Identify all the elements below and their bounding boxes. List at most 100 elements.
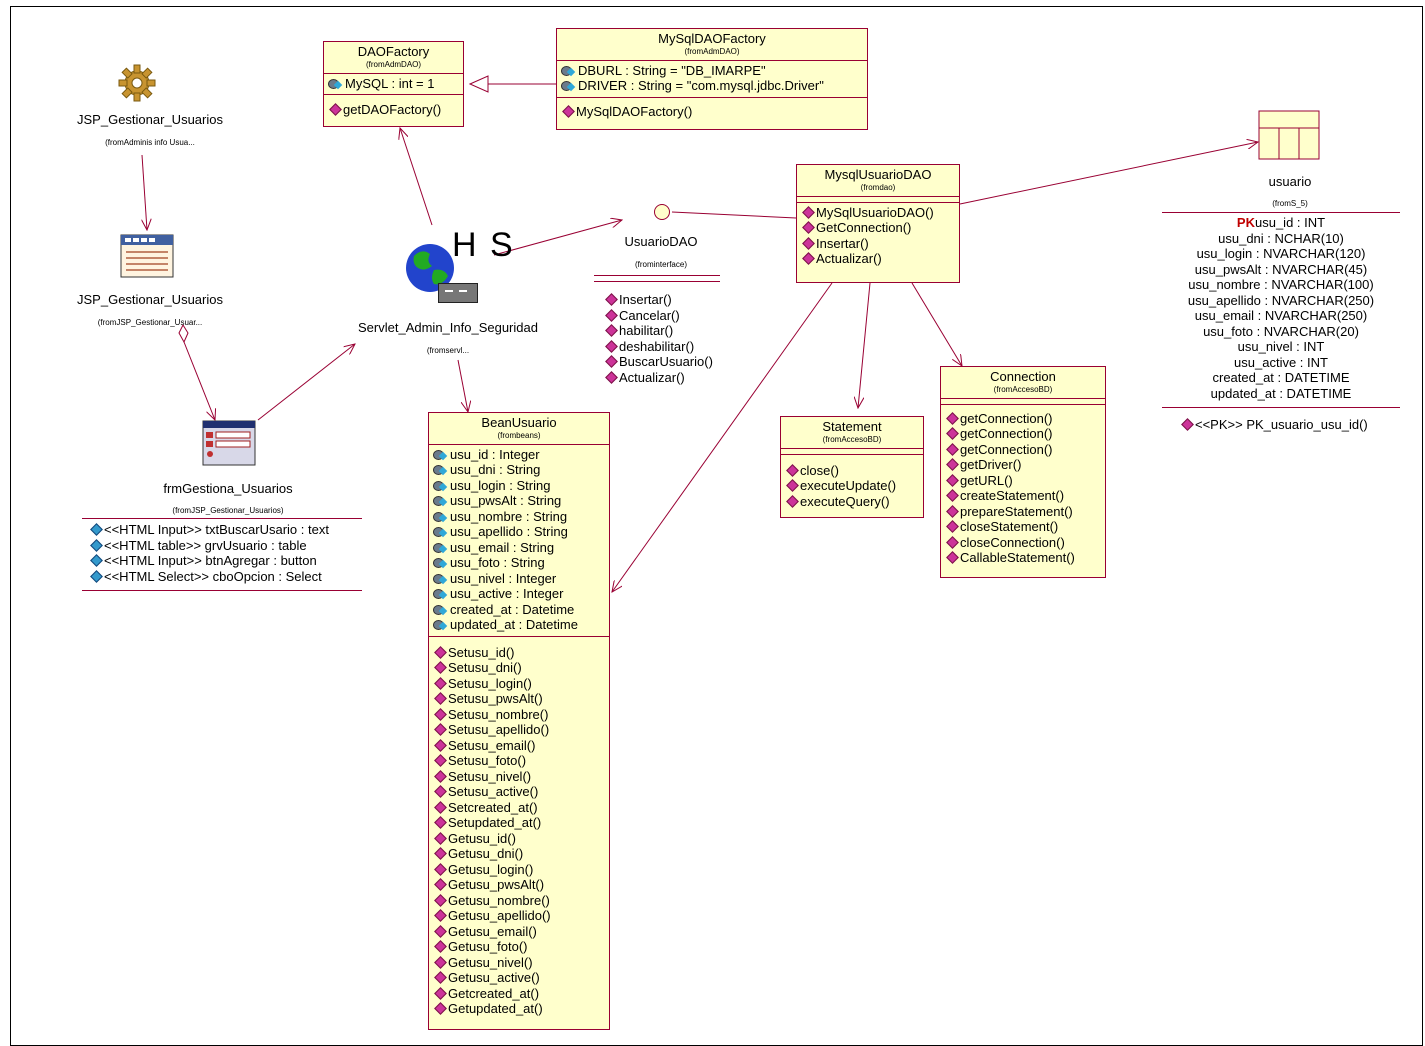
operation-row[interactable]: Getupdated_at() xyxy=(433,1001,607,1017)
operation-row[interactable]: closeStatement() xyxy=(945,519,1103,535)
operation-row[interactable]: Setcreated_at() xyxy=(433,800,607,816)
operation-row[interactable]: Setusu_pwsAlt() xyxy=(433,691,607,707)
operation-row[interactable]: Getusu_id() xyxy=(433,831,607,847)
link-mysqlusuariodao-to-beanusuario xyxy=(612,282,833,592)
column-row[interactable]: usu_active : INT xyxy=(1162,355,1400,371)
attribute-row[interactable]: usu_active : Integer xyxy=(433,586,607,602)
attribute-row[interactable]: created_at : Datetime xyxy=(433,602,607,618)
operation-row[interactable]: Getusu_email() xyxy=(433,924,607,940)
operation-row[interactable]: Setusu_login() xyxy=(433,676,607,692)
operation-row[interactable]: executeUpdate() xyxy=(785,478,921,494)
html-attribute-icon xyxy=(90,538,103,552)
column-row[interactable]: usu_foto : NVARCHAR(20) xyxy=(1162,324,1400,340)
operation-row[interactable]: Setupdated_at() xyxy=(433,815,607,831)
operation-row[interactable]: GetConnection() xyxy=(801,220,957,236)
usuario-operations: <<PK>> PK_usuario_usu_id() xyxy=(1180,417,1410,433)
operation-row[interactable]: Getusu_login() xyxy=(433,862,607,878)
attribute-row[interactable]: <<HTML Select>> cboOpcion : Select xyxy=(90,569,370,585)
column-row[interactable]: created_at : DATETIME xyxy=(1162,370,1400,386)
operation-icon xyxy=(605,308,618,322)
class-mysqlusuariodao[interactable]: MysqlUsuarioDAO(fromdao) MySqlUsuarioDAO… xyxy=(796,164,960,283)
operation-row[interactable]: Getusu_pwsAlt() xyxy=(433,877,607,893)
operation-row[interactable]: MySqlDAOFactory() xyxy=(561,104,865,120)
attribute-row[interactable]: updated_at : Datetime xyxy=(433,617,607,633)
operation-icon xyxy=(605,324,618,338)
column-row[interactable]: usu_email : NVARCHAR(250) xyxy=(1162,308,1400,324)
usuariodao-from: (frominterface) xyxy=(634,260,687,269)
operation-row[interactable]: Setusu_active() xyxy=(433,784,607,800)
operation-row[interactable]: Insertar() xyxy=(604,292,734,308)
operation-row[interactable]: Getusu_nivel() xyxy=(433,955,607,971)
attribute-row[interactable]: DBURL : String = "DB_IMARPE" xyxy=(561,63,865,79)
class-daofactory[interactable]: DAOFactory(fromAdmDAO) MySQL : int = 1 g… xyxy=(323,41,464,127)
operation-row[interactable]: getURL() xyxy=(945,473,1103,489)
operation-row[interactable]: Actualizar() xyxy=(801,251,957,267)
attribute-row[interactable]: usu_nombre : String xyxy=(433,509,607,525)
operation-row[interactable]: getConnection() xyxy=(945,411,1103,427)
attribute-row[interactable]: DRIVER : String = "com.mysql.jdbc.Driver… xyxy=(561,78,865,94)
operation-row[interactable]: prepareStatement() xyxy=(945,504,1103,520)
column-row[interactable]: usu_nivel : INT xyxy=(1162,339,1400,355)
operation-row[interactable]: Getusu_nombre() xyxy=(433,893,607,909)
operation-row[interactable]: Setusu_foto() xyxy=(433,753,607,769)
attribute-row[interactable]: <<HTML Input>> txtBuscarUsario : text xyxy=(90,522,370,538)
attribute-icon xyxy=(433,526,449,538)
operation-row[interactable]: executeQuery() xyxy=(785,494,921,510)
operation-row[interactable]: closeConnection() xyxy=(945,535,1103,551)
class-mysqldaofactory[interactable]: MySqlDAOFactory(fromAdmDAO) DBURL : Stri… xyxy=(556,28,868,130)
attribute-row[interactable]: usu_foto : String xyxy=(433,555,607,571)
attributes-section: DBURL : String = "DB_IMARPE"DRIVER : Str… xyxy=(557,61,867,98)
attribute-row[interactable]: usu_pwsAlt : String xyxy=(433,493,607,509)
operation-row[interactable]: getConnection() xyxy=(945,442,1103,458)
operation-row[interactable]: Getusu_foto() xyxy=(433,939,607,955)
operation-row[interactable]: getDAOFactory() xyxy=(328,102,461,118)
column-row-text: usu_dni : NCHAR(10) xyxy=(1218,230,1344,246)
attribute-row[interactable]: <<HTML Input>> btnAgregar : button xyxy=(90,553,370,569)
operation-row[interactable]: Setusu_nombre() xyxy=(433,707,607,723)
operation-row[interactable]: <<PK>> PK_usuario_usu_id() xyxy=(1180,417,1410,433)
operation-row[interactable]: Getcreated_at() xyxy=(433,986,607,1002)
attribute-row[interactable]: usu_email : String xyxy=(433,540,607,556)
operation-row[interactable]: Setusu_apellido() xyxy=(433,722,607,738)
column-row[interactable]: usu_apellido : NVARCHAR(250) xyxy=(1162,293,1400,309)
operation-row[interactable]: createStatement() xyxy=(945,488,1103,504)
attribute-row[interactable]: usu_dni : String xyxy=(433,462,607,478)
attribute-row[interactable]: usu_apellido : String xyxy=(433,524,607,540)
operation-row[interactable]: habilitar() xyxy=(604,323,734,339)
operation-row[interactable]: Setusu_email() xyxy=(433,738,607,754)
class-connection[interactable]: Connection(fromAccesoBD) getConnection()… xyxy=(940,366,1106,578)
operation-row-text: getURL() xyxy=(960,472,1013,488)
operation-row[interactable]: Getusu_apellido() xyxy=(433,908,607,924)
attribute-row[interactable]: <<HTML table>> grvUsuario : table xyxy=(90,538,370,554)
operation-icon xyxy=(605,355,618,369)
operation-row[interactable]: Setusu_id() xyxy=(433,645,607,661)
column-row[interactable]: PKusu_id : INT xyxy=(1162,215,1400,231)
operation-row[interactable]: getConnection() xyxy=(945,426,1103,442)
class-statement[interactable]: Statement(fromAccesoBD) close()executeUp… xyxy=(780,416,924,518)
operation-row[interactable]: Setusu_nivel() xyxy=(433,769,607,785)
attribute-row[interactable]: usu_login : String xyxy=(433,478,607,494)
operation-row[interactable]: close() xyxy=(785,463,921,479)
operation-row[interactable]: Actualizar() xyxy=(604,370,734,386)
column-row[interactable]: usu_dni : NCHAR(10) xyxy=(1162,231,1400,247)
operation-row[interactable]: Insertar() xyxy=(801,236,957,252)
operation-row[interactable]: CallableStatement() xyxy=(945,550,1103,566)
column-row[interactable]: updated_at : DATETIME xyxy=(1162,386,1400,402)
attribute-row[interactable]: MySQL : int = 1 xyxy=(328,76,461,92)
link-servlet-to-daofactory xyxy=(400,128,433,226)
operation-icon xyxy=(786,479,799,493)
column-row[interactable]: usu_login : NVARCHAR(120) xyxy=(1162,246,1400,262)
operation-row[interactable]: Getusu_dni() xyxy=(433,846,607,862)
operation-row[interactable]: Setusu_dni() xyxy=(433,660,607,676)
operation-row[interactable]: deshabilitar() xyxy=(604,339,734,355)
attribute-row[interactable]: usu_id : Integer xyxy=(433,447,607,463)
operation-row[interactable]: MySqlUsuarioDAO() xyxy=(801,205,957,221)
column-row[interactable]: usu_nombre : NVARCHAR(100) xyxy=(1162,277,1400,293)
column-row[interactable]: usu_pwsAlt : NVARCHAR(45) xyxy=(1162,262,1400,278)
operation-row[interactable]: BuscarUsuario() xyxy=(604,354,734,370)
attribute-row[interactable]: usu_nivel : Integer xyxy=(433,571,607,587)
operation-row[interactable]: Cancelar() xyxy=(604,308,734,324)
operation-row[interactable]: getDriver() xyxy=(945,457,1103,473)
operation-row[interactable]: Getusu_active() xyxy=(433,970,607,986)
